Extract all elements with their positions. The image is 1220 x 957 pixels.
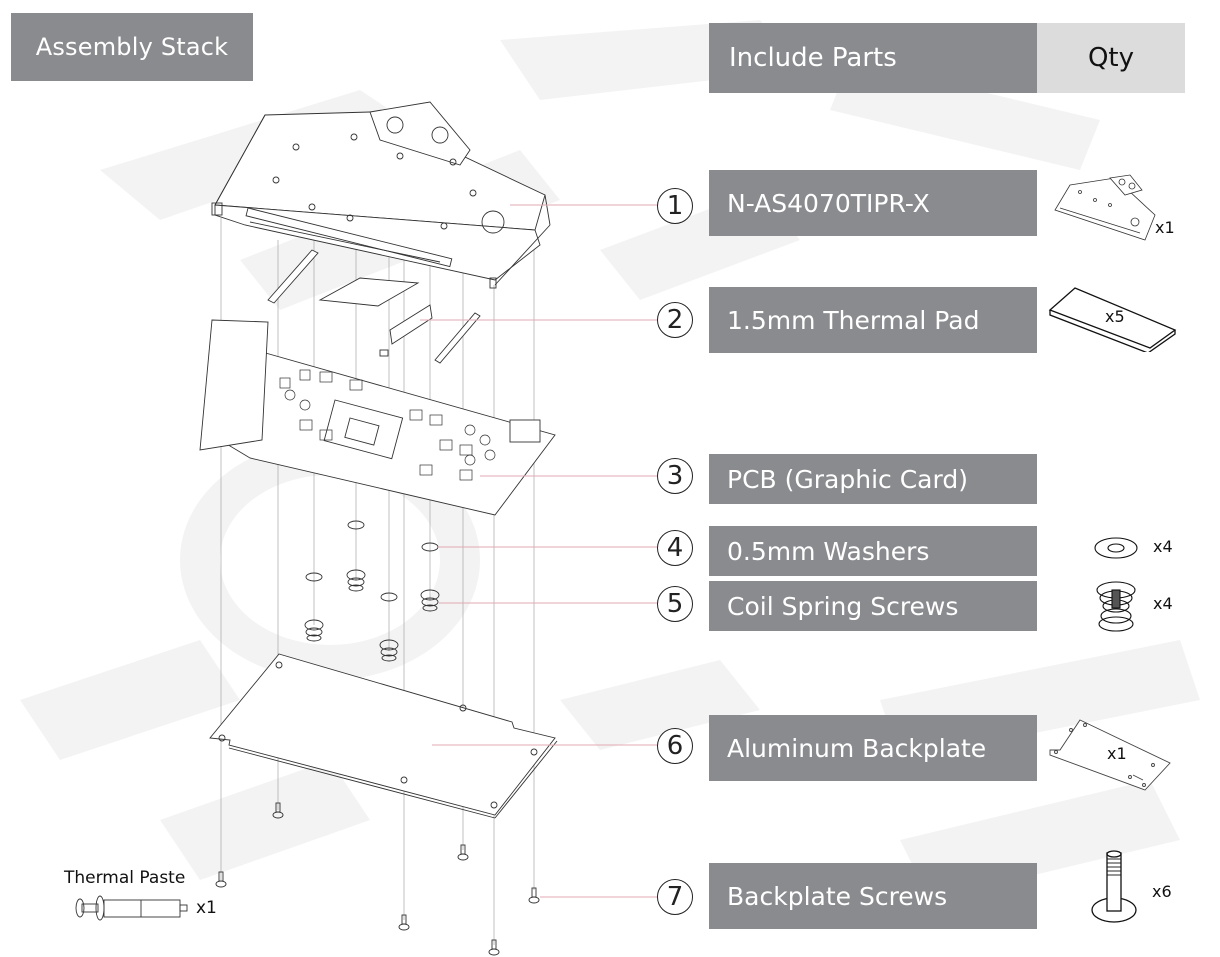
part-number-1: 1 bbox=[657, 188, 693, 224]
backplate-drawing bbox=[209, 653, 558, 819]
qty-part-2: x5 bbox=[1105, 307, 1125, 326]
part-label-5: Coil Spring Screws bbox=[709, 581, 1037, 631]
qty-part-5: x4 bbox=[1153, 594, 1173, 613]
part-label-1: N-AS4070TIPR-X bbox=[709, 170, 1037, 236]
washers-drawing bbox=[305, 520, 439, 602]
backplate-screw-icon bbox=[1091, 850, 1137, 923]
part-label-7: Backplate Screws bbox=[709, 863, 1037, 929]
leader-lines bbox=[420, 204, 657, 898]
pcb-drawing bbox=[199, 319, 556, 516]
part-number-6: 6 bbox=[657, 728, 693, 764]
qty-header: Qty bbox=[1037, 23, 1185, 93]
thermal-paste-qty: x1 bbox=[196, 898, 217, 918]
part-label-3: PCB (Graphic Card) bbox=[709, 454, 1037, 504]
coil-spring-screw-icon bbox=[1096, 581, 1136, 632]
backplate-icon bbox=[1049, 719, 1171, 791]
thermal-paste-syringe-drawing bbox=[75, 895, 188, 921]
part-label-6: Aluminum Backplate bbox=[709, 715, 1037, 781]
thermal-pads-drawing bbox=[267, 249, 481, 364]
part-number-5: 5 bbox=[657, 586, 693, 622]
part-number-2: 2 bbox=[657, 302, 693, 338]
part-number-3: 3 bbox=[657, 458, 693, 494]
thermal-paste-label: Thermal Paste bbox=[64, 868, 186, 888]
page-title: Assembly Stack bbox=[11, 13, 253, 81]
part-number-4: 4 bbox=[657, 530, 693, 566]
backplate-screws-drawing bbox=[215, 802, 540, 956]
qty-part-6: x1 bbox=[1107, 744, 1127, 763]
qty-part-1: x1 bbox=[1155, 218, 1175, 237]
part-label-4: 0.5mm Washers bbox=[709, 526, 1037, 576]
water-block-drawing bbox=[211, 101, 551, 289]
coil-spring-screws-drawing bbox=[304, 569, 440, 662]
qty-part-4: x4 bbox=[1153, 537, 1173, 556]
include-parts-header: Include Parts bbox=[709, 23, 1037, 93]
part-number-7: 7 bbox=[657, 879, 693, 915]
part-label-2: 1.5mm Thermal Pad bbox=[709, 287, 1037, 353]
water-block-icon bbox=[1054, 174, 1156, 241]
washer-icon bbox=[1094, 537, 1138, 559]
qty-part-7: x6 bbox=[1152, 882, 1172, 901]
thermal-pad-icon bbox=[1048, 287, 1177, 352]
